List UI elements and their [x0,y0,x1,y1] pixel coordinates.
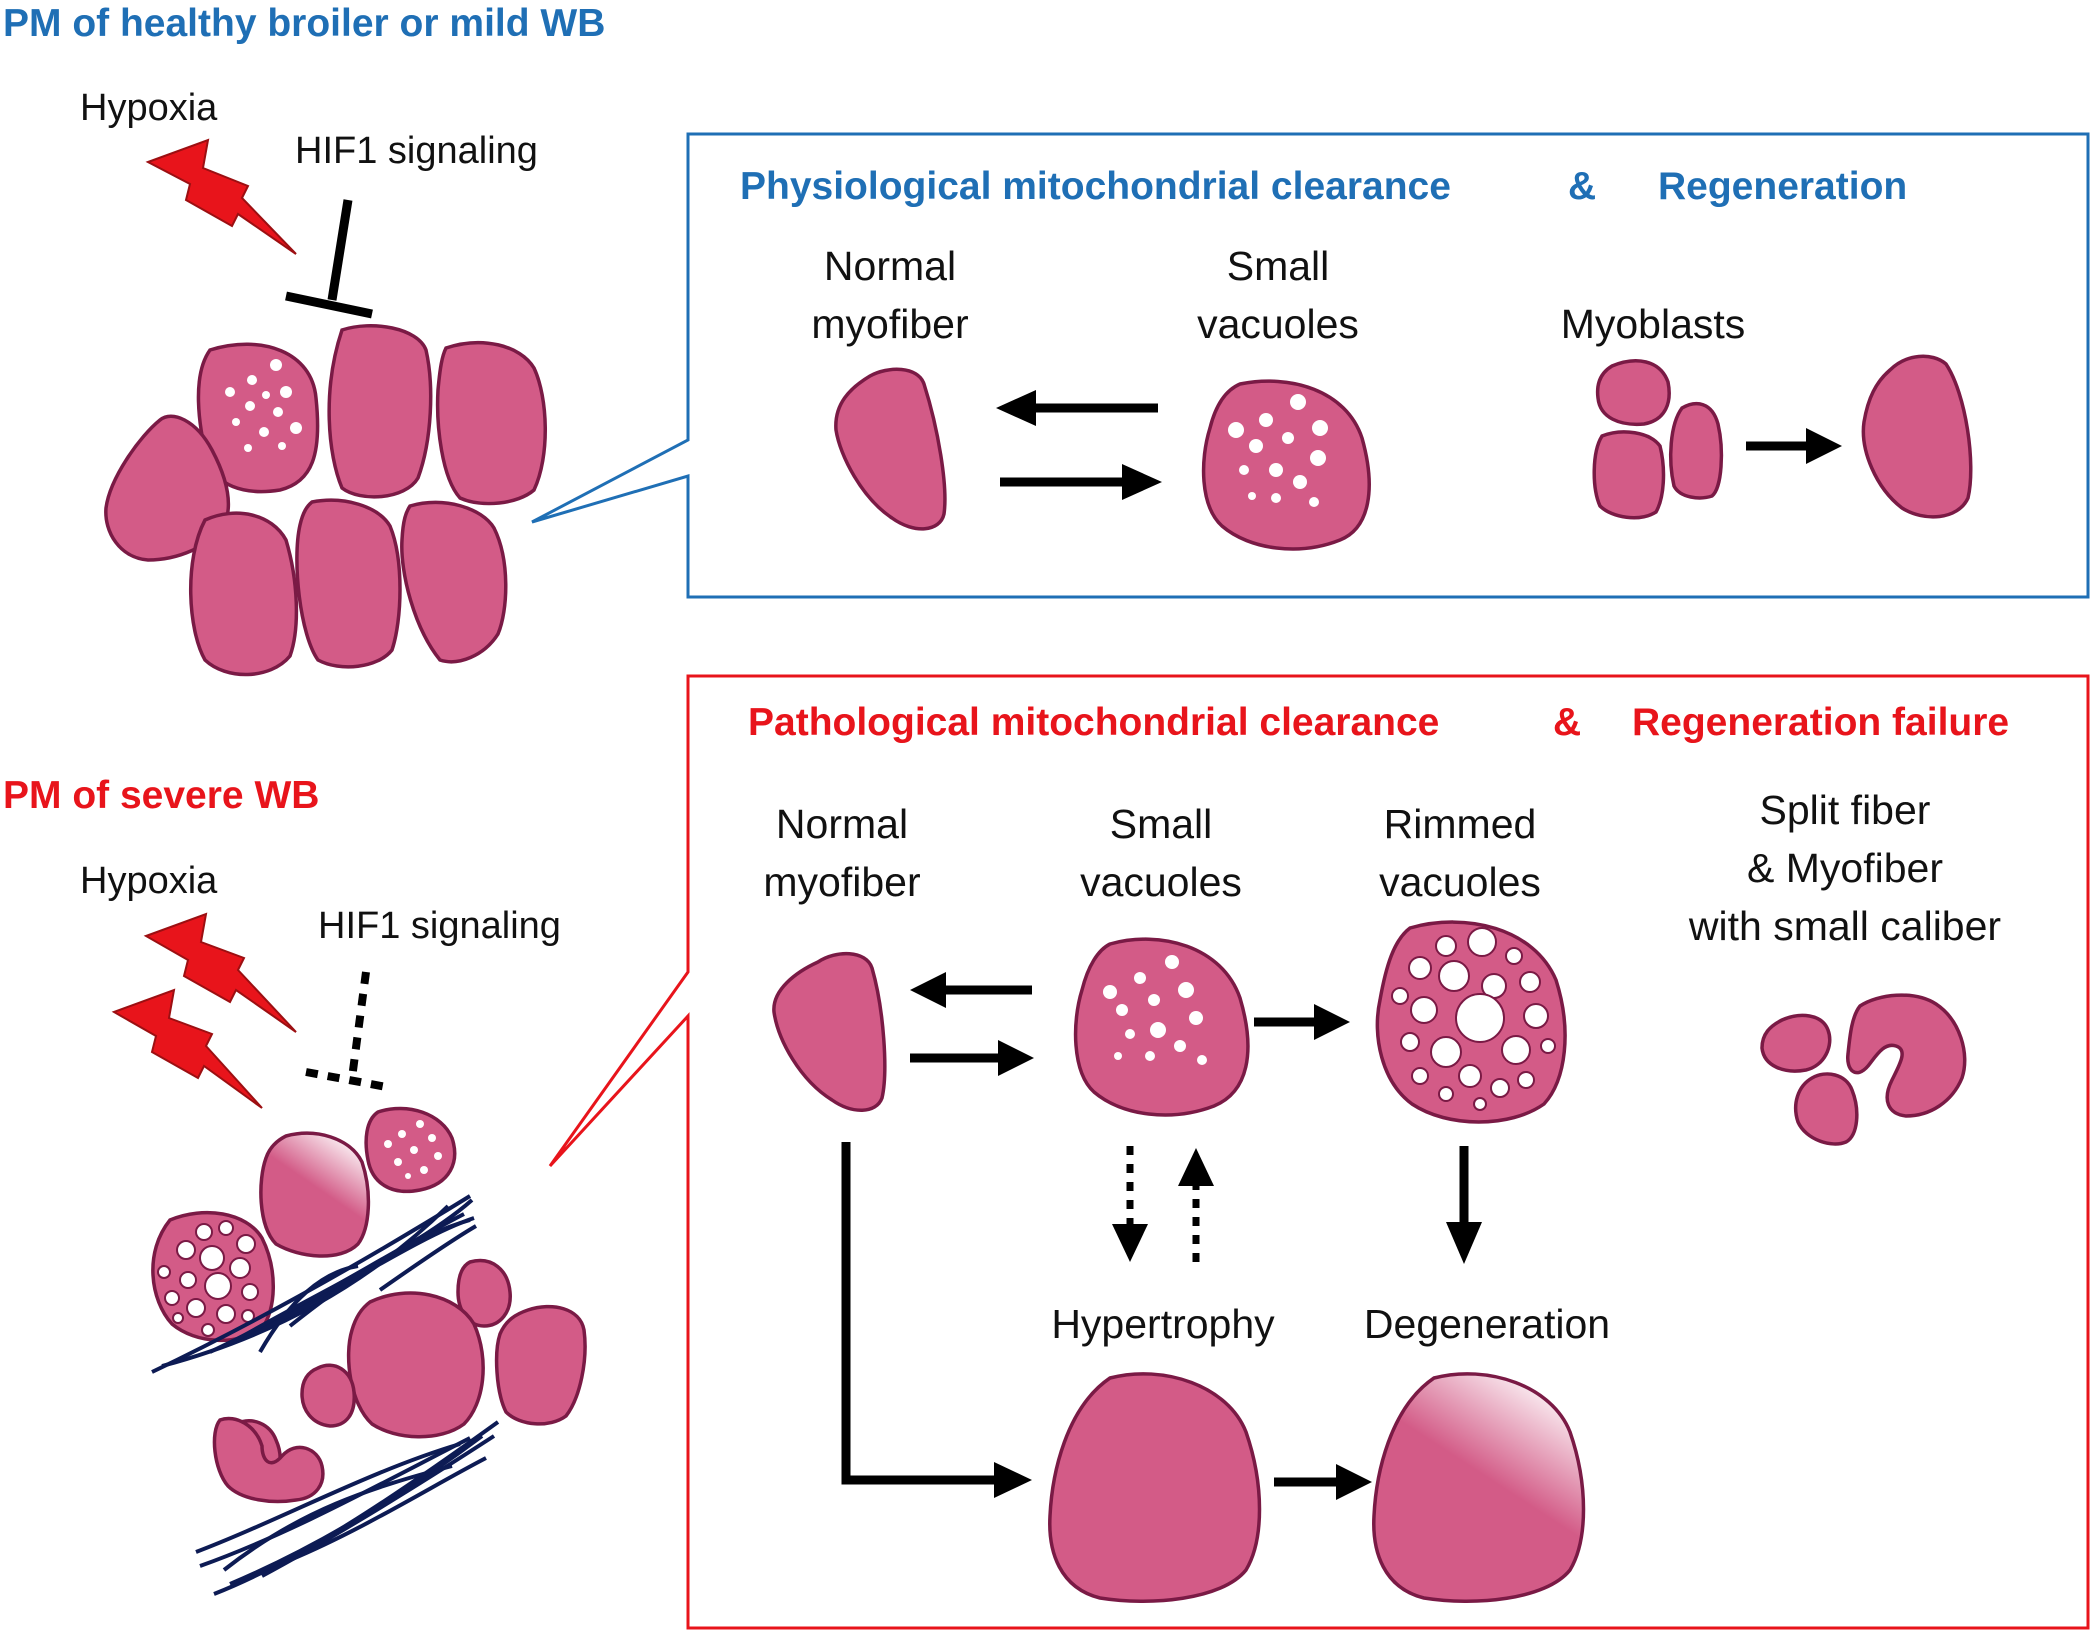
bottom-panel-heading-left: Pathological mitochondrial clearance [748,701,1439,744]
bottom-to-degenerated-arrow [1274,1464,1372,1500]
bottom-to-degeneration-arrow [1446,1146,1482,1264]
bottom-rimmed-label-line1: Rimmed [1384,801,1537,847]
bottom-hypoxia-label: Hypoxia [80,860,218,902]
bottom-normal-label-line1: Normal [776,801,908,847]
top-lightning-icon [145,138,297,255]
bottom-weak-inhibition-icon [305,971,393,1092]
top-myofiber-cluster [104,324,547,677]
top-reversible-arrows [996,390,1162,500]
bottom-hypertrophy-myofiber [1048,1372,1262,1603]
bottom-hypertrophy-label: Hypertrophy [1051,1301,1275,1347]
top-hypoxia-label: Hypoxia [80,87,218,129]
top-regenerated-myofiber [1861,354,1973,519]
top-panel-heading-amp: & [1568,165,1596,208]
bottom-split-label-line1: Split fiber [1760,787,1931,833]
bottom-lightning-icon-2 [111,988,263,1109]
top-normal-myofiber [834,367,947,531]
bottom-section-title: PM of severe WB [3,774,319,817]
bottom-myofiber-cluster [151,1106,587,1504]
bottom-panel-heading-right: Regeneration failure [1632,701,2009,744]
bottom-degenerated-myofiber [1372,1372,1586,1603]
bottom-normal-myofiber [772,951,887,1112]
top-small-vacuoles-myofiber [1201,379,1371,551]
bottom-lightning-icon-1 [143,912,297,1033]
bottom-panel-frame [548,674,2090,1630]
bottom-split-label-line2: & Myofiber [1747,845,1943,891]
top-regeneration-arrow [1746,428,1842,464]
bottom-rimmed-vacuoles-myofiber [1375,920,1567,1124]
top-section-title: PM of healthy broiler or mild WB [3,2,605,45]
bottom-split-fibers [1760,993,1967,1146]
bottom-direct-hypertrophy-arrow [841,1142,1032,1498]
bottom-degeneration-label: Degeneration [1364,1301,1610,1347]
top-normal-label-line2: myofiber [811,301,968,347]
top-normal-label-line1: Normal [824,243,956,289]
top-panel-heading-right: Regeneration [1658,165,1907,208]
bottom-normal-label-line2: myofiber [763,859,920,905]
top-small-label-line2: vacuoles [1197,301,1359,347]
top-panel-frame [531,132,2090,599]
bottom-small-label-line2: vacuoles [1080,859,1242,905]
top-myoblasts-label: Myoblasts [1561,301,1746,347]
bottom-hif1-label: HIF1 signaling [318,905,561,947]
top-myoblasts-cluster [1592,359,1724,520]
bottom-small-label-line1: Small [1110,801,1213,847]
top-small-label-line1: Small [1227,243,1330,289]
bottom-panel-heading-amp: & [1553,701,1581,744]
top-hif1-label: HIF1 signaling [295,130,538,172]
bottom-reversible-arrows [910,972,1034,1076]
bottom-split-label-line3: with small caliber [1688,903,2001,949]
bottom-to-rimmed-arrow [1254,1004,1350,1040]
top-panel-heading-left: Physiological mitochondrial clearance [740,165,1451,208]
top-inhibition-icon [285,199,373,319]
bottom-collagen-fibers [151,1194,500,1596]
bottom-hypertrophy-dotted-arrows [1112,1146,1214,1262]
bottom-rimmed-label-line2: vacuoles [1379,859,1541,905]
bottom-small-vacuoles-myofiber [1073,937,1250,1117]
